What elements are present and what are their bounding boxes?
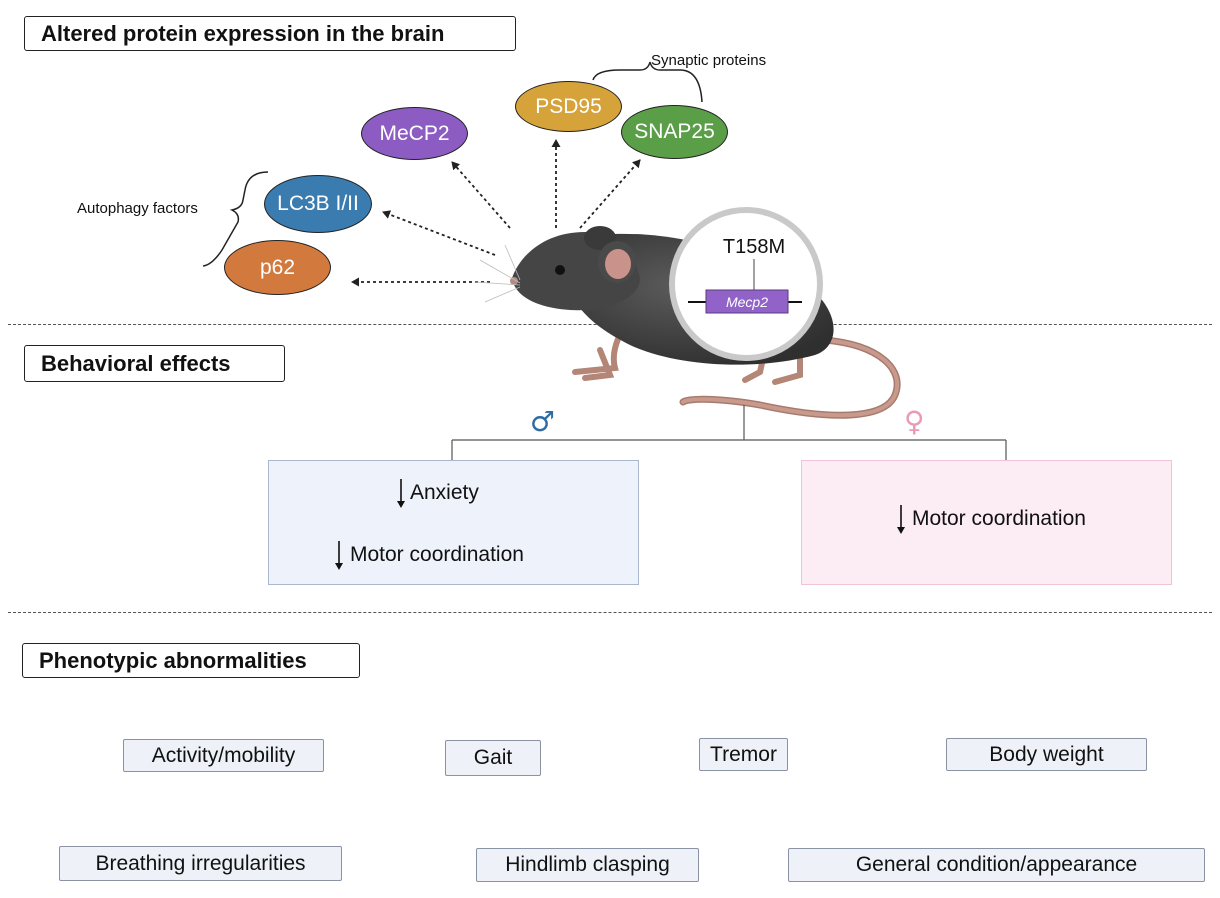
pheno-tremor: Tremor [699, 738, 788, 771]
female-effect-motor: Motor coordination [896, 503, 1086, 535]
down-arrow-icon [335, 541, 343, 570]
down-arrow-icon [897, 505, 905, 534]
gene-label: Mecp2 [725, 293, 769, 310]
section-title-pheno: Phenotypic abnormalities [39, 647, 307, 673]
arrow-lc3b [382, 210, 496, 256]
oval-p62-label: p62 [259, 255, 296, 279]
oval-lc3b: LC3B I/II [264, 175, 372, 233]
section-title-protein: Altered protein expression in the brain [41, 20, 445, 46]
pheno-activity: Activity/mobility [123, 739, 324, 772]
oval-psd95-label: PSD95 [535, 94, 602, 118]
down-arrow-icon [397, 479, 405, 508]
autophagy-brace [202, 171, 269, 267]
section-title-behavior: Behavioral effects [41, 350, 231, 376]
section-header-protein: Altered protein expression in the brain [24, 16, 516, 51]
male-symbol: ♂ [530, 405, 556, 438]
male-effect-motor: Motor coordination [334, 539, 524, 571]
pheno-activity-label: Activity/mobility [151, 743, 296, 767]
female-effect-motor-label: Motor coordination [912, 507, 1086, 530]
oval-lc3b-label: LC3B I/II [277, 192, 359, 215]
oval-snap25-label: SNAP25 [634, 120, 715, 143]
pheno-breathing: Breathing irregularities [59, 846, 342, 881]
female-effects-box [801, 460, 1172, 585]
pheno-breathing-label: Breathing irregularities [95, 851, 306, 875]
oval-mecp2-label: MeCP2 [379, 121, 450, 145]
pheno-hindlimb: Hindlimb clasping [476, 848, 699, 882]
autophagy-factors-label: Autophagy factors [77, 200, 198, 217]
oval-psd95: PSD95 [515, 81, 622, 132]
arrow-snap25 [579, 159, 641, 229]
male-effect-anxiety-label: Anxiety [410, 481, 479, 504]
male-effects-box [268, 460, 639, 585]
oval-snap25: SNAP25 [621, 105, 728, 159]
pheno-body-weight-label: Body weight [989, 742, 1104, 766]
pheno-general: General condition/appearance [788, 848, 1205, 882]
male-effect-motor-label: Motor coordination [350, 543, 524, 566]
mutation-label: T158M [722, 236, 786, 258]
pheno-tremor-label: Tremor [710, 742, 777, 766]
divider-bottom [8, 612, 1212, 613]
section-header-pheno: Phenotypic abnormalities [22, 643, 360, 678]
mutation-magnifier [669, 207, 823, 361]
mecp2-gene-bar [705, 289, 789, 314]
pheno-gait: Gait [445, 740, 541, 776]
synaptic-proteins-label: Synaptic proteins [651, 52, 767, 69]
pheno-hindlimb-label: Hindlimb clasping [505, 853, 670, 876]
section-header-behavior: Behavioral effects [24, 345, 285, 382]
arrow-mecp2 [451, 161, 511, 229]
pheno-general-label: General condition/appearance [855, 853, 1138, 876]
female-symbol: ♀ [904, 405, 925, 438]
oval-mecp2: MeCP2 [361, 107, 468, 160]
pheno-gait-label: Gait [473, 746, 513, 769]
synaptic-brace [592, 61, 703, 103]
male-effect-anxiety: Anxiety [396, 477, 479, 509]
pheno-body-weight: Body weight [946, 738, 1147, 771]
oval-p62: p62 [224, 240, 331, 295]
